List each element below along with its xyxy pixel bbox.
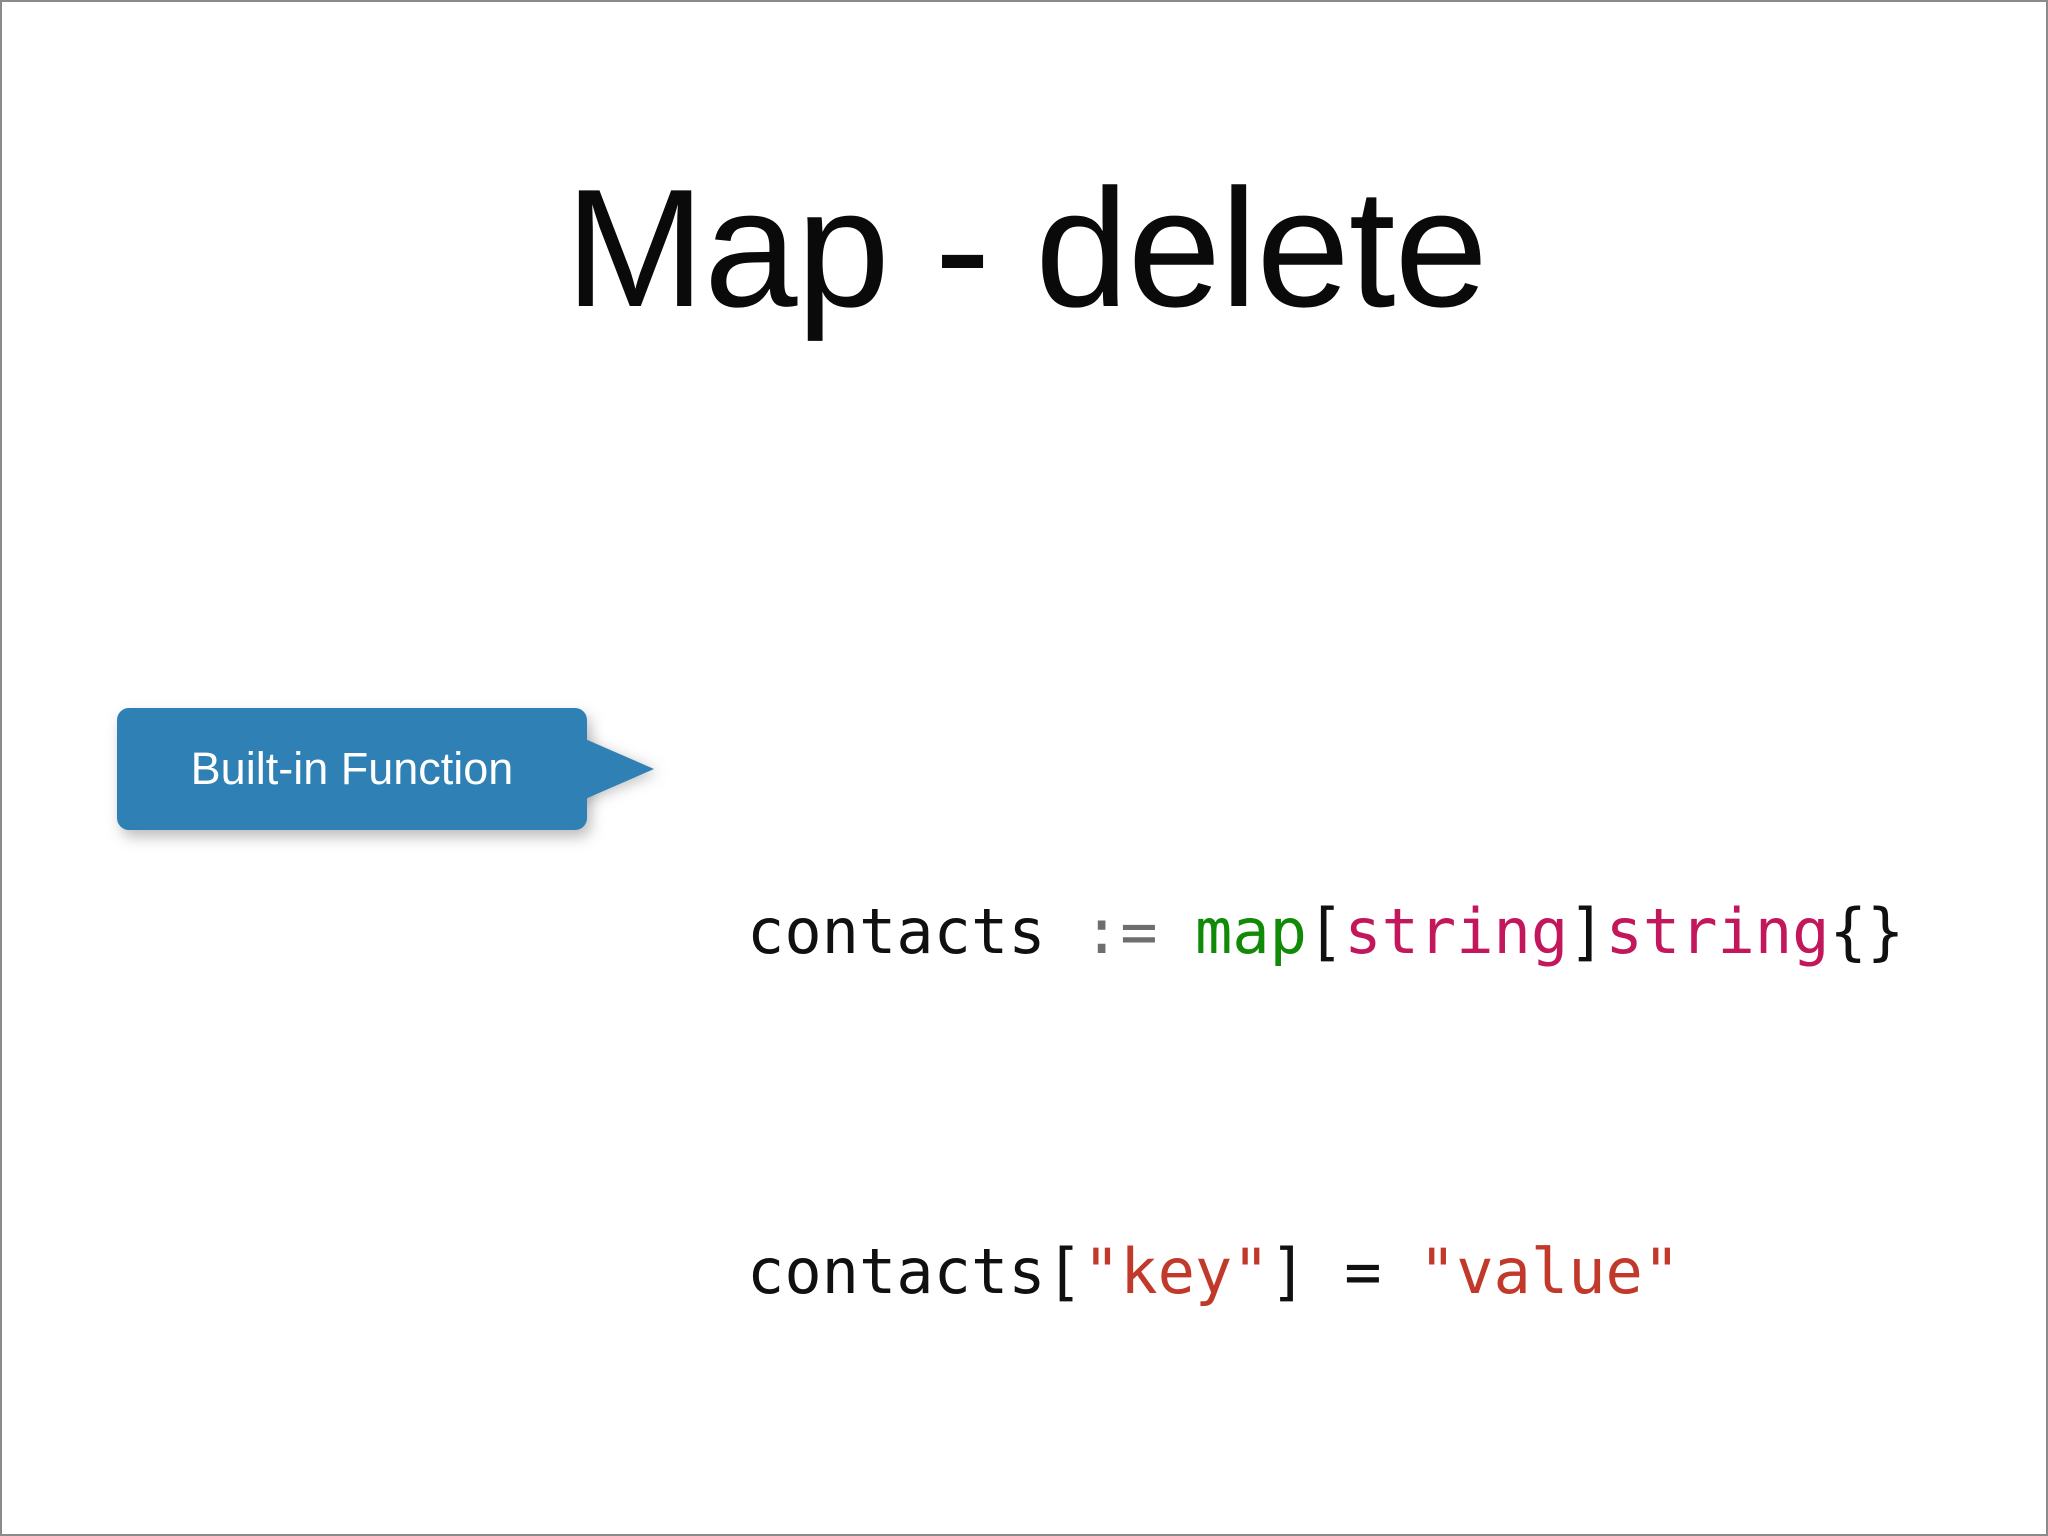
code-token-value-string: "value" (1418, 1235, 1681, 1308)
code-token-assign-operator: := (1082, 895, 1158, 968)
code-token-identifier: contacts (747, 895, 1046, 968)
callout-built-in-function: Built-in Function (117, 708, 658, 837)
code-token-close-bracket: ] (1568, 895, 1606, 968)
code-token-braces: {} (1829, 895, 1905, 968)
code-line-2: contacts["key"] = "value" (747, 1229, 1904, 1314)
code-token-identifier: contacts (747, 1235, 1046, 1308)
code-token-open-bracket: [ (1045, 1235, 1083, 1308)
code-block: contacts := map[string]string{} contacts… (747, 634, 1904, 1534)
code-token-key-string: "key" (1082, 1235, 1270, 1308)
code-line-1: contacts := map[string]string{} (747, 889, 1904, 974)
code-token-equals: = (1306, 1235, 1419, 1308)
code-token-keyword-map: map (1194, 895, 1307, 968)
code-token-key-type: string (1344, 895, 1569, 968)
code-token-value-type: string (1605, 895, 1830, 968)
page-title: Map - delete (565, 154, 1488, 342)
code-token-space (1158, 895, 1195, 968)
callout-body (117, 708, 587, 830)
code-token-space (1046, 895, 1083, 968)
callout-label: Built-in Function (190, 743, 514, 794)
code-token-close-bracket: ] (1269, 1235, 1307, 1308)
code-token-open-bracket: [ (1306, 895, 1345, 968)
